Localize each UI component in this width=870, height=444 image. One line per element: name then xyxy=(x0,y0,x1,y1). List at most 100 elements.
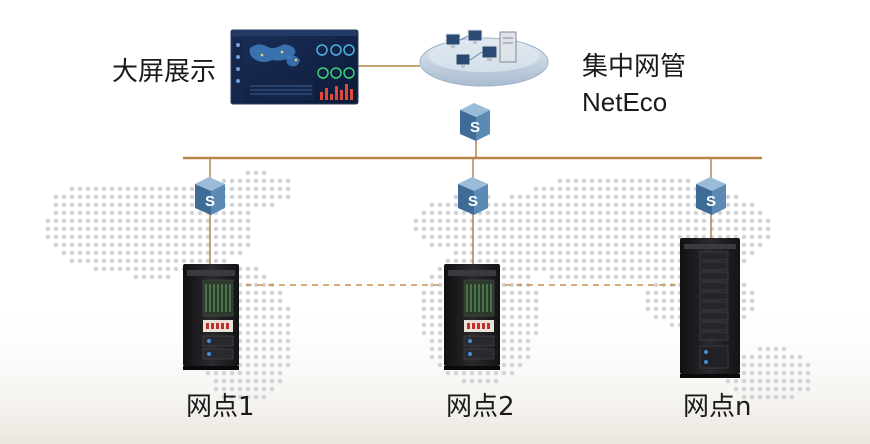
map-dot xyxy=(781,346,787,352)
map-dot xyxy=(461,370,467,376)
map-dot xyxy=(237,370,243,376)
map-dot xyxy=(613,234,619,240)
map-dot xyxy=(197,226,203,232)
map-dot xyxy=(541,210,547,216)
map-dot xyxy=(485,370,491,376)
map-dot xyxy=(253,170,259,176)
map-dot xyxy=(125,218,131,224)
map-dot xyxy=(285,338,291,344)
map-dot xyxy=(93,210,99,216)
map-dot xyxy=(765,226,771,232)
map-dot xyxy=(525,322,531,328)
map-dot xyxy=(261,346,267,352)
map-dot xyxy=(501,266,507,272)
map-dot xyxy=(677,178,683,184)
map-dot xyxy=(221,394,227,400)
map-dot xyxy=(269,346,275,352)
map-dot xyxy=(173,234,179,240)
map-dot xyxy=(493,218,499,224)
map-dot xyxy=(485,250,491,256)
map-dot xyxy=(101,234,107,240)
map-dot xyxy=(501,306,507,312)
map-dot xyxy=(645,218,651,224)
map-dot xyxy=(517,338,523,344)
map-dot xyxy=(653,274,659,280)
map-dot xyxy=(245,178,251,184)
map-dot xyxy=(213,386,219,392)
map-dot xyxy=(677,194,683,200)
map-dot xyxy=(245,298,251,304)
map-dot xyxy=(805,362,811,368)
map-dot xyxy=(653,234,659,240)
map-dot xyxy=(661,210,667,216)
map-dot xyxy=(245,242,251,248)
map-dot xyxy=(613,202,619,208)
map-dot xyxy=(741,314,747,320)
map-dot xyxy=(733,386,739,392)
map-dot xyxy=(629,186,635,192)
map-dot xyxy=(765,218,771,224)
map-dot xyxy=(549,226,555,232)
map-dot xyxy=(509,354,515,360)
map-dot xyxy=(269,194,275,200)
map-dot xyxy=(221,226,227,232)
map-dot xyxy=(549,266,555,272)
map-dot xyxy=(189,210,195,216)
map-dot xyxy=(525,290,531,296)
rack-unit xyxy=(699,331,729,341)
map-dot xyxy=(109,250,115,256)
map-dot xyxy=(253,362,259,368)
map-dot xyxy=(205,242,211,248)
map-dot xyxy=(661,250,667,256)
map-dot xyxy=(789,362,795,368)
map-dot xyxy=(765,378,771,384)
map-dot xyxy=(157,210,163,216)
large-screen-display-icon xyxy=(230,29,359,105)
map-dot xyxy=(653,314,659,320)
map-dot xyxy=(189,218,195,224)
map-dot xyxy=(469,370,475,376)
map-dot xyxy=(741,386,747,392)
map-dot xyxy=(629,178,635,184)
map-dot xyxy=(653,202,659,208)
map-dot xyxy=(509,226,515,232)
map-dot xyxy=(429,354,435,360)
map-dot xyxy=(557,194,563,200)
map-dot xyxy=(637,202,643,208)
map-dot xyxy=(253,290,259,296)
map-dot xyxy=(573,218,579,224)
map-dot xyxy=(269,354,275,360)
map-dot xyxy=(261,354,267,360)
map-dot xyxy=(101,242,107,248)
map-dot xyxy=(749,242,755,248)
map-dot xyxy=(437,322,443,328)
map-dot xyxy=(429,338,435,344)
map-dot xyxy=(261,178,267,184)
map-dot xyxy=(677,226,683,232)
map-dot xyxy=(421,218,427,224)
map-dot xyxy=(133,194,139,200)
map-dot xyxy=(149,242,155,248)
map-dot xyxy=(701,218,707,224)
map-dot xyxy=(669,178,675,184)
map-dot xyxy=(757,370,763,376)
map-dot xyxy=(725,210,731,216)
map-dot xyxy=(493,258,499,264)
map-dot xyxy=(437,290,443,296)
map-dot xyxy=(637,274,643,280)
map-dot xyxy=(213,226,219,232)
map-dot xyxy=(93,258,99,264)
map-dot xyxy=(141,226,147,232)
map-dot xyxy=(789,386,795,392)
map-dot xyxy=(133,274,139,280)
map-dot xyxy=(557,250,563,256)
map-dot xyxy=(125,202,131,208)
map-dot xyxy=(181,250,187,256)
map-dot xyxy=(557,226,563,232)
map-dot xyxy=(173,242,179,248)
map-dot xyxy=(69,194,75,200)
map-dot xyxy=(589,258,595,264)
map-dot xyxy=(557,186,563,192)
map-dot xyxy=(541,242,547,248)
